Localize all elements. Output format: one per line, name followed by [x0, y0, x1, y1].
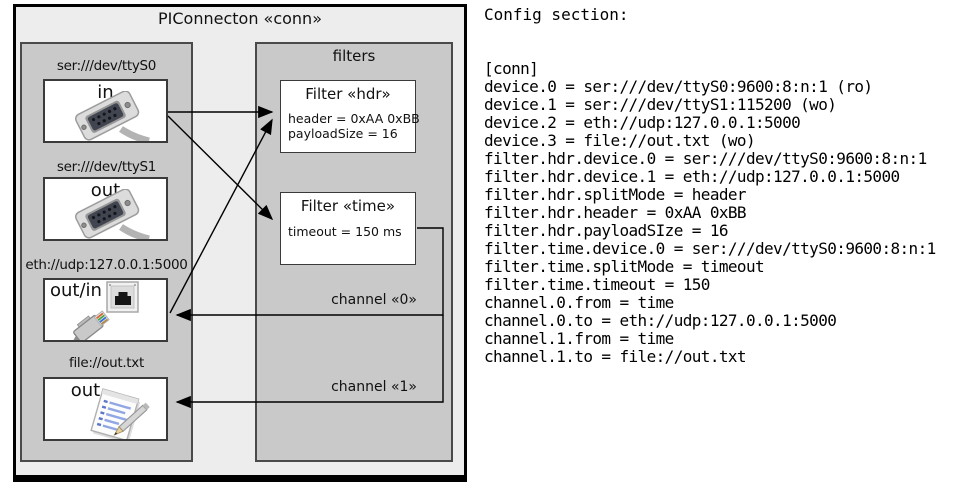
- filters-panel-title: filters: [332, 47, 376, 65]
- serial-connector-icon: [74, 189, 150, 239]
- filter-property: payloadSize = 16: [288, 126, 398, 141]
- device-box-ttys0: in: [43, 79, 168, 143]
- port-label: out: [70, 380, 101, 401]
- channel-0-label: channel «0»: [331, 292, 417, 308]
- filter-property: timeout = 150 ms: [288, 224, 402, 239]
- device-box-ttys1: out: [43, 177, 168, 241]
- filter-property: header = 0xAA 0xBB: [288, 111, 420, 126]
- config-section: Config section: [conn] device.0 = ser://…: [484, 6, 962, 366]
- config-heading: Config section:: [484, 5, 629, 24]
- device-url-label-file: file://out.txt: [69, 355, 144, 371]
- filter-time-box: Filter «time» timeout = 150 ms: [280, 192, 416, 265]
- ethernet-connector-icon: [70, 281, 139, 340]
- port-label: out/in: [50, 280, 102, 301]
- device-box-eth: out/in: [43, 278, 168, 342]
- device-url-label-ttys0: ser:///dev/ttyS0: [56, 58, 157, 74]
- filter-time-title: Filter «time»: [300, 197, 396, 215]
- device-url-label-ttys1: ser:///dev/ttyS1: [56, 159, 157, 175]
- filter-hdr-title: Filter «hdr»: [305, 85, 391, 103]
- device-box-file: out: [43, 377, 168, 441]
- device-url-label-eth: eth://udp:127.0.0.1:5000: [25, 257, 188, 273]
- channel-1-label: channel «1»: [331, 379, 417, 395]
- serial-connector-icon: [74, 91, 150, 141]
- filter-time-properties: timeout = 150 ms: [288, 224, 402, 239]
- notepad-icon: [90, 388, 150, 439]
- config-lines: [conn] device.0 = ser:///dev/ttyS0:9600:…: [484, 59, 936, 366]
- diagram-title: PIConnecton «conn»: [158, 9, 322, 28]
